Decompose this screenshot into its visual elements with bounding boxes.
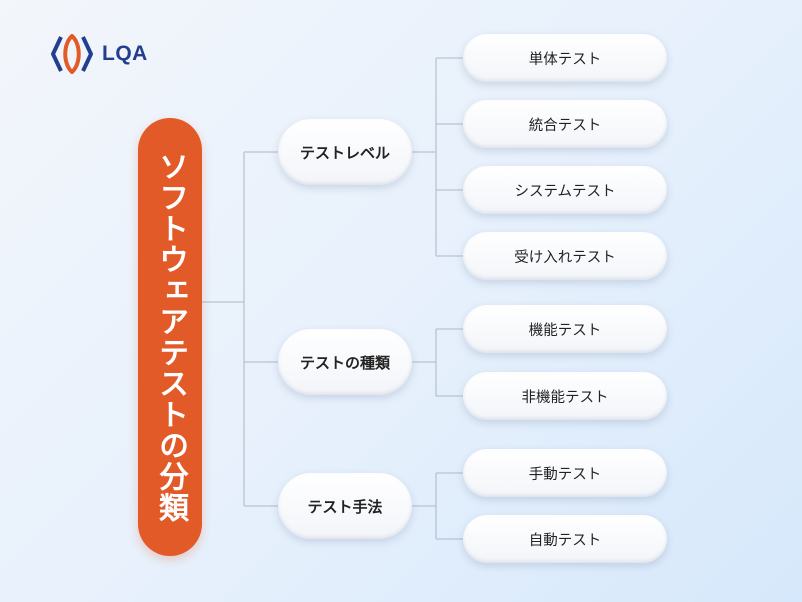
root-node: ソフトウェアテストの分類 (138, 118, 202, 556)
leaf-manual-test: 手動テスト (463, 449, 667, 497)
lqa-logo-icon (51, 34, 93, 74)
category-test-type: テストの種類 (278, 329, 412, 395)
leaf-label: 手動テスト (528, 466, 602, 483)
leaf-system-test: システムテスト (463, 166, 667, 214)
leaf-label: 自動テスト (528, 532, 602, 549)
root-label: ソフトウェアテストの分類 (153, 151, 188, 523)
leaf-unit-test: 単体テスト (463, 34, 667, 82)
leaf-label: 単体テスト (528, 51, 602, 68)
category-label: テスト手法 (307, 497, 383, 516)
leaf-label: 受け入れテスト (514, 249, 616, 266)
leaf-label: 機能テスト (528, 322, 602, 339)
category-label: テストの種類 (299, 353, 390, 372)
category-label: テストレベル (299, 143, 390, 162)
category-test-level: テストレベル (278, 119, 412, 185)
logo-text: LQA (102, 42, 148, 65)
category-test-method: テスト手法 (278, 473, 412, 539)
leaf-acceptance-test: 受け入れテスト (463, 232, 667, 280)
logo: LQA (50, 34, 148, 74)
leaf-integration-test: 統合テスト (463, 100, 667, 148)
leaf-non-functional-test: 非機能テスト (463, 372, 667, 420)
leaf-automated-test: 自動テスト (463, 515, 667, 563)
leaf-label: 統合テスト (528, 117, 602, 134)
leaf-label: システムテスト (514, 183, 616, 200)
leaf-label: 非機能テスト (521, 389, 609, 406)
leaf-functional-test: 機能テスト (463, 305, 667, 353)
